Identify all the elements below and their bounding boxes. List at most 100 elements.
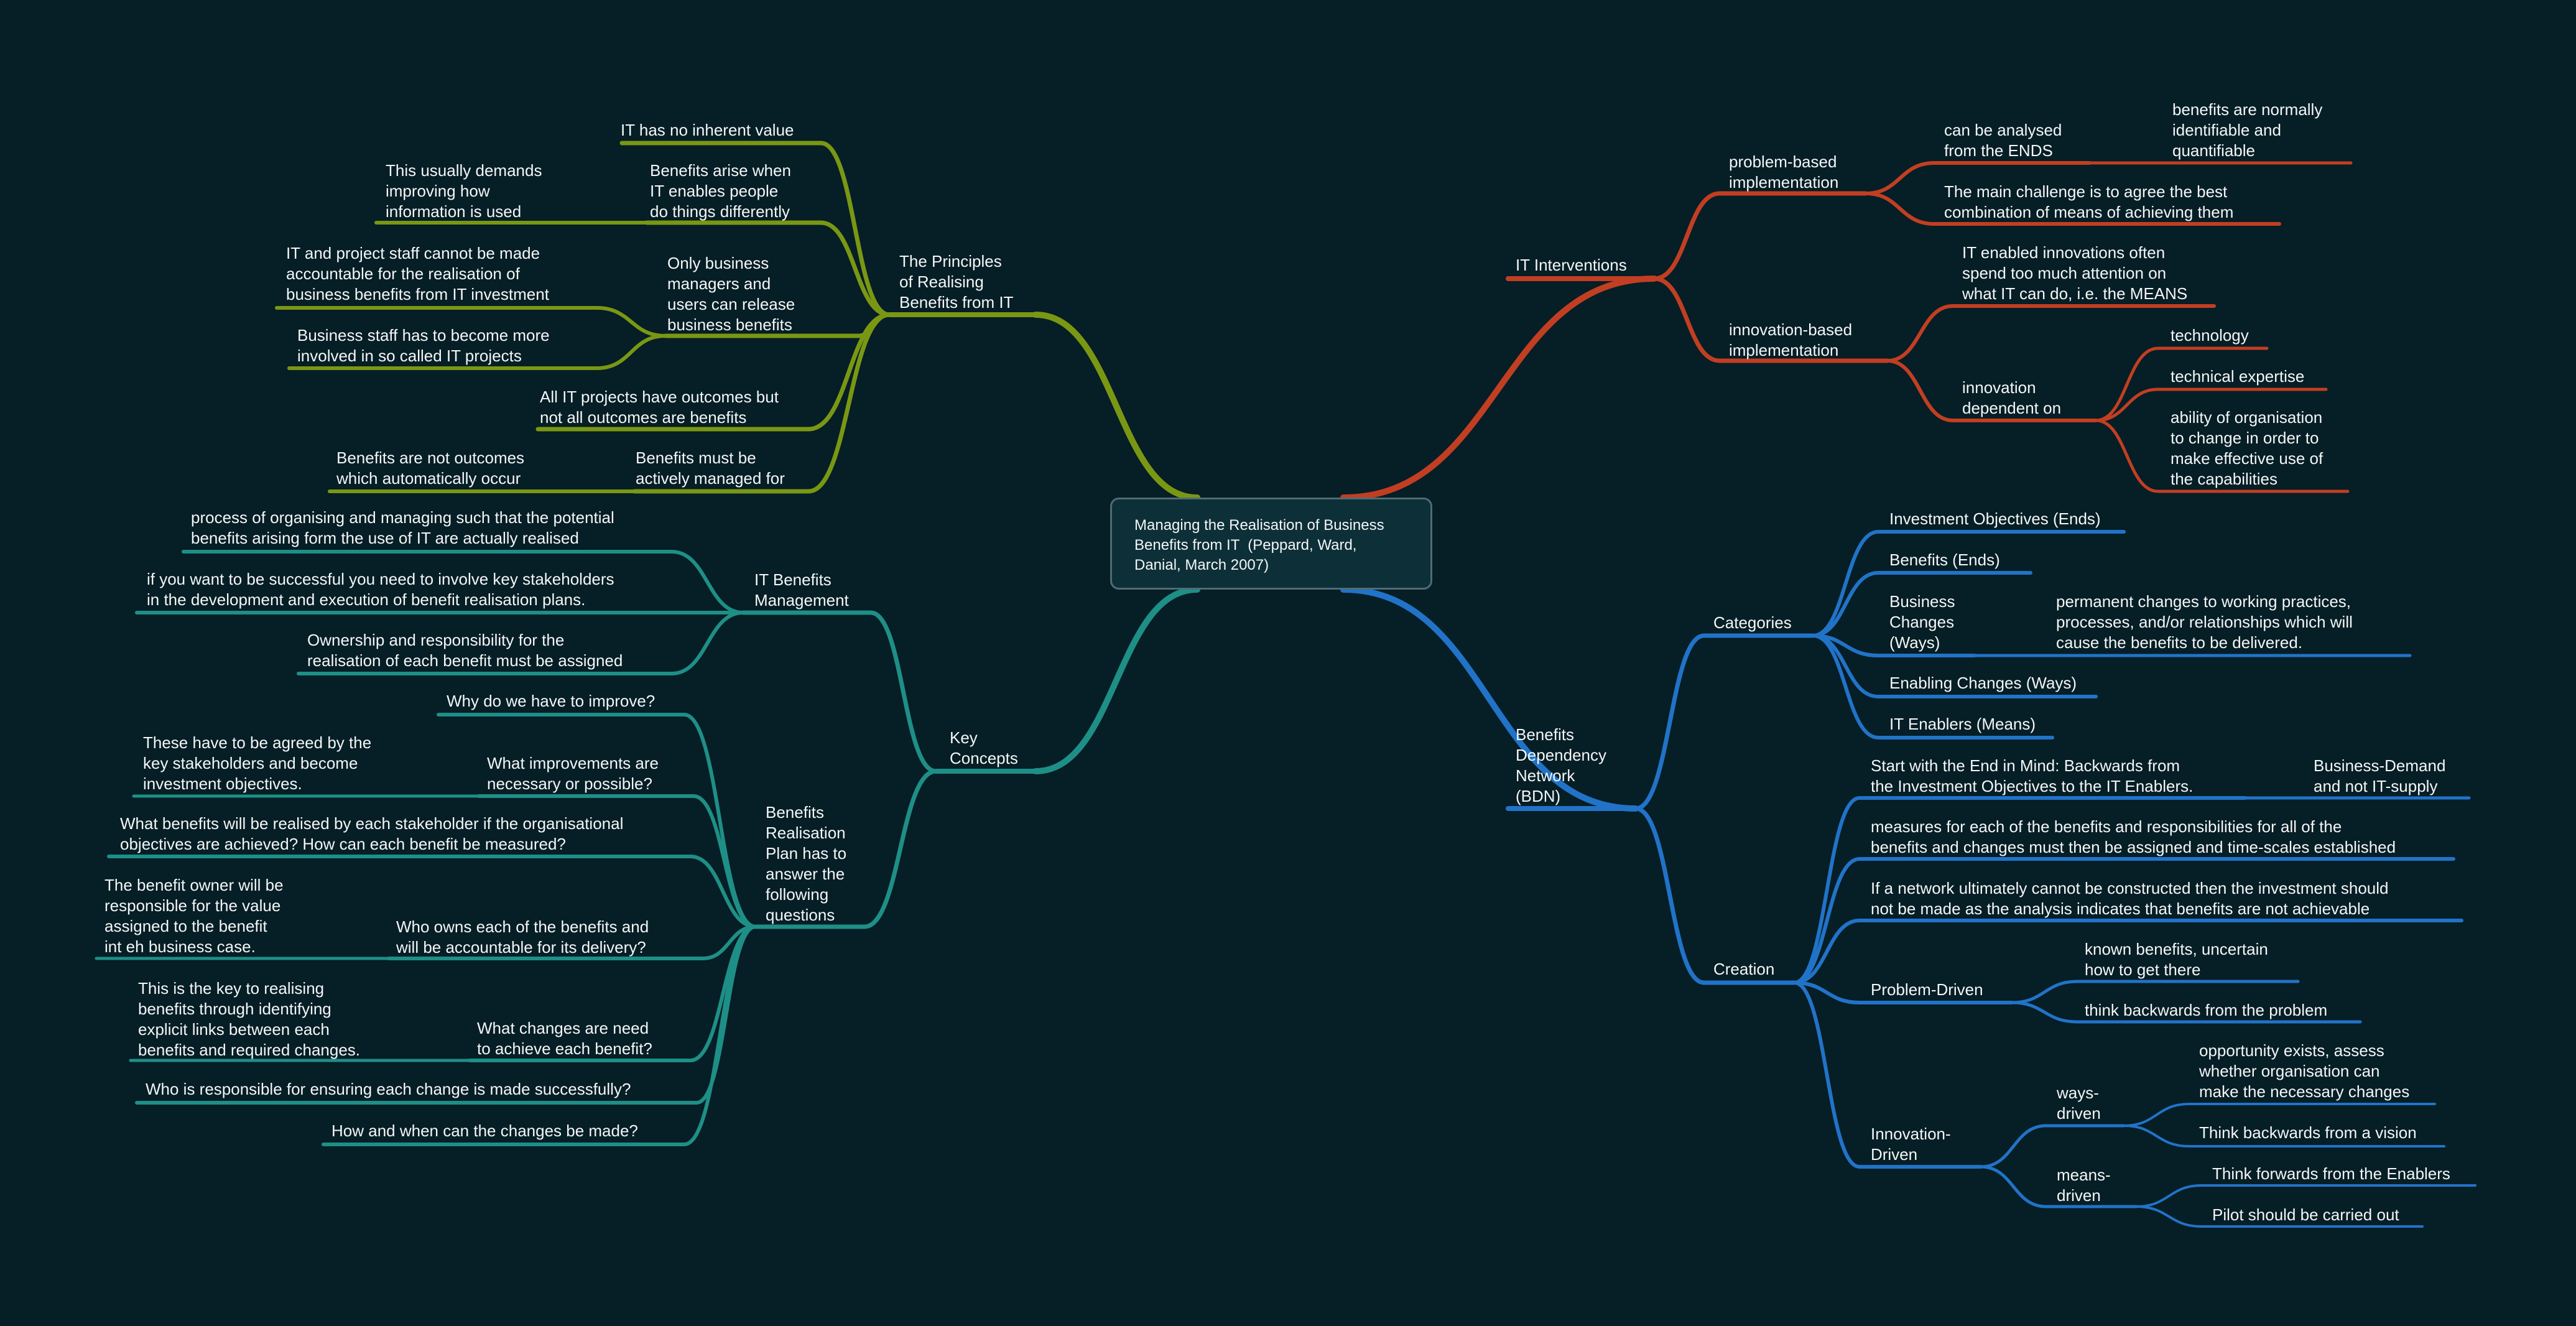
itbm-process[interactable]: process of organising and managing such … <box>191 508 614 547</box>
branch-line <box>2135 1184 2203 1208</box>
bdn-creation[interactable]: Creation <box>1713 960 1775 978</box>
it-enabled-innovations[interactable]: IT enabled innovations often spend too m… <box>1962 243 2188 303</box>
cr-if-network[interactable]: If a network ultimately cannot be constr… <box>1871 879 2389 918</box>
it-ability[interactable]: ability of organisation to change in ord… <box>2171 408 2323 488</box>
branch-line <box>862 769 938 929</box>
branch-line <box>1792 919 1861 985</box>
principle-benefits-arise[interactable]: Benefits arise when IT enables people do… <box>650 161 791 221</box>
branch-line <box>688 855 758 929</box>
cat-business-changes-desc[interactable]: permanent changes to working practices, … <box>2056 592 2353 652</box>
cr-means-driven[interactable]: means- driven <box>2057 1166 2111 1205</box>
branch-line <box>2094 387 2160 422</box>
cr-start-with-end[interactable]: Start with the End in Mind: Backwards fr… <box>1871 756 2194 795</box>
principle-business-staff[interactable]: Business staff has to become more involv… <box>297 326 550 365</box>
branch-line <box>1886 304 1955 363</box>
branch-line <box>695 925 758 1105</box>
branch-line <box>1886 359 1955 422</box>
branch-line <box>1340 276 1657 501</box>
it-innovation-based[interactable]: innovation-based implementation <box>1729 320 1853 359</box>
topic-principles[interactable]: The Principles of Realising Benefits fro… <box>899 252 1014 312</box>
cat-it-enablers[interactable]: IT Enablers (Means) <box>1889 715 2036 733</box>
cr-think-forwards[interactable]: Think forwards from the Enablers <box>2212 1164 2450 1183</box>
topic-benefits-realisation-plan[interactable]: Benefits Realisation Plan has to answer … <box>766 803 847 924</box>
branch-line <box>818 141 892 317</box>
principle-actively-managed[interactable]: Benefits must be actively managed for <box>636 448 785 488</box>
brp-who-responsible[interactable]: Who is responsible for ensuring each cha… <box>146 1080 631 1098</box>
brp-key-to-realising[interactable]: This is the key to realising benefits th… <box>138 979 361 1059</box>
brp-what-benefits[interactable]: What benefits will be realised by each s… <box>120 814 624 853</box>
branch-line <box>1811 571 1880 638</box>
principle-all-it-projects[interactable]: All IT projects have outcomes but not al… <box>540 387 779 427</box>
cr-known-benefits[interactable]: known benefits, uncertain how to get the… <box>2085 940 2268 979</box>
brp-who-owns[interactable]: Who owns each of the benefits and will b… <box>396 917 649 957</box>
branch-line <box>2010 980 2079 1004</box>
branch-line <box>1633 806 1707 985</box>
cat-business-changes[interactable]: Business Changes (Ways) <box>1889 592 1955 652</box>
topic-bdn[interactable]: Benefits Dependency Network (BDN) <box>1516 725 1606 805</box>
branch-line <box>670 611 745 675</box>
itbm-stakeholders[interactable]: if you want to be successful you need to… <box>147 570 614 609</box>
branch-line <box>1979 1124 2048 1169</box>
it-problem-based[interactable]: problem-based implementation <box>1729 152 1839 192</box>
branch-line <box>1864 192 1936 226</box>
topic-it-benefits-management[interactable]: IT Benefits Management <box>754 570 849 610</box>
principle-improving-info[interactable]: This usually demands improving how infor… <box>386 161 542 221</box>
branch-line <box>2123 1103 2190 1127</box>
principle-it-staff[interactable]: IT and project staff cannot be made acco… <box>286 244 549 304</box>
brp-why-improve[interactable]: Why do we have to improve? <box>447 692 656 710</box>
cat-investment-objectives[interactable]: Investment Objectives (Ends) <box>1889 509 2101 528</box>
branch-line <box>2010 1001 2079 1024</box>
topic-it-interventions[interactable]: IT Interventions <box>1516 256 1627 274</box>
branch-line <box>1864 161 1936 195</box>
it-can-be-analysed[interactable]: can be analysed from the ENDS <box>1944 121 2062 160</box>
brp-agreed-stakeholders[interactable]: These have to be agreed by the key stake… <box>143 733 372 793</box>
branch-line <box>2094 346 2160 422</box>
brp-what-improvements[interactable]: What improvements are necessary or possi… <box>487 754 659 793</box>
branch-line <box>595 306 667 338</box>
it-benefits-identifiable[interactable]: benefits are normally identifiable and q… <box>2172 100 2323 160</box>
branch-line <box>1792 796 1861 985</box>
branch-line <box>818 220 892 317</box>
bdn-categories[interactable]: Categories <box>1713 613 1792 632</box>
cat-benefits[interactable]: Benefits (Ends) <box>1889 550 2000 569</box>
branch-line <box>2094 419 2160 493</box>
central-topic[interactable]: Managing the Realisation of Business Ben… <box>1110 498 1432 590</box>
cr-problem-driven[interactable]: Problem-Driven <box>1871 980 1983 999</box>
topic-key-concepts[interactable]: Key Concepts <box>950 728 1018 767</box>
branch-line <box>1979 1165 2048 1208</box>
itbm-ownership[interactable]: Ownership and responsibility for the rea… <box>307 631 623 670</box>
cr-think-backwards-problem[interactable]: think backwards from the problem <box>2085 1001 2328 1019</box>
brp-how-when[interactable]: How and when can the changes be made? <box>331 1121 638 1140</box>
branch-line <box>1032 586 1200 774</box>
it-technical-expertise[interactable]: technical expertise <box>2171 367 2305 386</box>
brp-what-changes[interactable]: What changes are need to achieve each be… <box>477 1019 652 1058</box>
branch-line <box>1811 634 1880 657</box>
branch-line <box>682 713 758 929</box>
branch-line <box>1811 530 1880 638</box>
brp-benefit-owner[interactable]: The benefit owner will be responsible fo… <box>104 876 284 956</box>
cat-enabling-changes[interactable]: Enabling Changes (Ways) <box>1889 674 2077 692</box>
branch-line <box>1652 276 1722 363</box>
principle-only-business[interactable]: Only business managers and users can rel… <box>667 254 795 334</box>
it-main-challenge[interactable]: The main challenge is to agree the best … <box>1944 182 2234 221</box>
principle-it-no-value[interactable]: IT has no inherent value <box>621 121 794 139</box>
cr-ways-driven[interactable]: ways- driven <box>2057 1083 2101 1123</box>
principle-not-outcomes[interactable]: Benefits are not outcomes which automati… <box>336 448 525 488</box>
cr-opportunity[interactable]: opportunity exists, assess whether organ… <box>2199 1041 2410 1101</box>
it-innovation-dependent[interactable]: innovation dependent on <box>1962 378 2062 417</box>
branch-line <box>670 550 745 614</box>
cr-measures[interactable]: measures for each of the benefits and re… <box>1871 817 2396 856</box>
branch-line <box>806 312 892 494</box>
cr-think-backwards-vision[interactable]: Think backwards from a vision <box>2199 1123 2417 1142</box>
branch-line <box>2123 1124 2190 1148</box>
branch-line <box>1792 981 1861 1169</box>
branch-line <box>868 610 938 774</box>
cr-innovation-driven[interactable]: Innovation- Driven <box>1871 1124 1951 1164</box>
branch-line <box>692 794 758 929</box>
branch-line <box>1811 634 1880 740</box>
it-technology[interactable]: technology <box>2171 326 2249 345</box>
cr-business-demand[interactable]: Business-Demand and not IT-supply <box>2314 756 2446 795</box>
cr-pilot[interactable]: Pilot should be carried out <box>2212 1205 2399 1224</box>
